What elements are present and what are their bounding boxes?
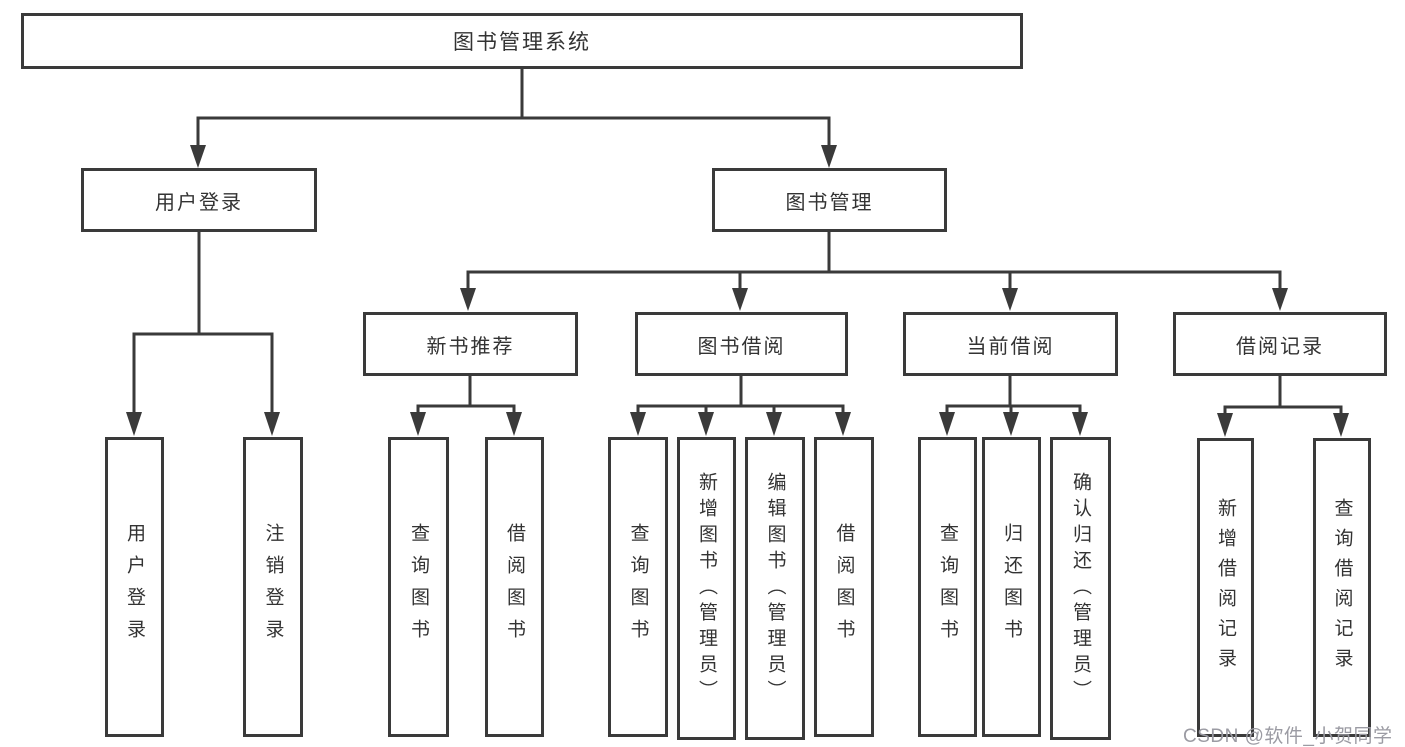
connector-book-borrow-children (630, 376, 851, 436)
connector-book-mgmt-level3 (460, 232, 1288, 311)
arrowhead-down-icon (460, 288, 476, 311)
connector-branch (416, 404, 516, 414)
connector-new-books-children (410, 376, 522, 436)
connector-branch (945, 404, 1082, 414)
arrowhead-down-icon (126, 412, 142, 436)
arrowhead-down-icon (732, 288, 748, 311)
node-cb-confirm-return-admin: 确认归还（管理员） (1050, 437, 1111, 740)
node-user-login: 用户登录 (81, 168, 317, 232)
arrowhead-down-icon (939, 412, 955, 436)
node-bb-add-books-admin: 新增图书（管理员） (677, 437, 736, 740)
node-bb-borrow-books: 借阅图书 (814, 437, 874, 737)
arrowhead-down-icon (630, 412, 646, 436)
node-borrow-records: 借阅记录 (1173, 312, 1387, 376)
arrowhead-down-icon (698, 412, 714, 436)
connector-borrow-records-children (1217, 376, 1349, 437)
node-current-borrow: 当前借阅 (903, 312, 1118, 376)
arrowhead-down-icon (410, 412, 426, 436)
arrowhead-down-icon (264, 412, 280, 436)
connector-current-borrow-children (939, 376, 1088, 436)
connector-branch (196, 116, 831, 147)
arrowhead-down-icon (1272, 288, 1288, 311)
arrowhead-down-icon (766, 412, 782, 436)
arrowhead-down-icon (835, 412, 851, 436)
connector-branch (132, 332, 274, 413)
node-br-add-record: 新增借阅记录 (1197, 438, 1254, 737)
csdn-watermark: CSDN @软件_小贺同学 (1183, 726, 1393, 747)
connector-branch (636, 404, 845, 414)
node-bb-edit-books-admin: 编辑图书（管理员） (745, 437, 805, 740)
node-cb-return-books: 归还图书 (982, 437, 1041, 737)
arrowhead-down-icon (821, 145, 837, 168)
node-bb-query-books: 查询图书 (608, 437, 668, 737)
connector-branch (1223, 405, 1343, 415)
node-logout-leaf: 注销登录 (243, 437, 303, 737)
node-new-book-recommend: 新书推荐 (363, 312, 578, 376)
node-root-library-system: 图书管理系统 (21, 13, 1023, 69)
node-cb-query-books: 查询图书 (918, 437, 977, 737)
arrowhead-down-icon (1217, 413, 1233, 437)
arrowhead-down-icon (506, 412, 522, 436)
arrowhead-down-icon (1002, 288, 1018, 311)
node-user-login-leaf: 用户登录 (105, 437, 164, 737)
node-br-query-record: 查询借阅记录 (1313, 438, 1371, 737)
arrowhead-down-icon (1003, 412, 1019, 436)
connector-root-to-level2 (190, 69, 837, 168)
node-nb-query-books: 查询图书 (388, 437, 449, 737)
connector-user-login-children (126, 232, 280, 436)
node-book-management: 图书管理 (712, 168, 947, 232)
arrowhead-down-icon (1072, 412, 1088, 436)
arrowhead-down-icon (190, 145, 206, 168)
arrowhead-down-icon (1333, 413, 1349, 437)
node-nb-borrow-books: 借阅图书 (485, 437, 544, 737)
connector-branch (466, 270, 1282, 290)
node-book-borrow: 图书借阅 (635, 312, 848, 376)
